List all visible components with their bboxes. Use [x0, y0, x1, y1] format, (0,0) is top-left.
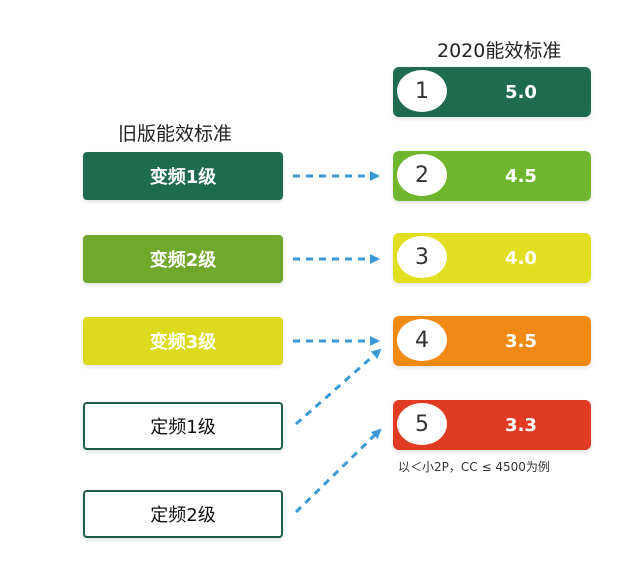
grade-circle: 3 [395, 234, 449, 280]
efficiency-value: 3.5 [505, 330, 537, 352]
new-level-3: 3 4.0 [393, 233, 591, 283]
old-level-inverter-3: 变频3级 [83, 317, 283, 365]
grade-circle: 4 [395, 317, 449, 363]
old-level-label: 定频1级 [150, 417, 216, 438]
new-level-2: 2 4.5 [393, 151, 591, 201]
grade-circle: 5 [395, 401, 449, 447]
grade-circle: 2 [395, 152, 449, 198]
efficiency-value: 5.0 [505, 81, 537, 103]
old-level-inverter-2: 变频2级 [83, 235, 283, 283]
old-level-inverter-1: 变频1级 [83, 152, 283, 200]
grade-circle: 1 [395, 68, 449, 114]
efficiency-value: 4.0 [505, 247, 537, 269]
grade-number: 2 [415, 162, 429, 188]
grade-number: 3 [415, 244, 429, 270]
grade-number: 4 [415, 327, 429, 353]
old-level-label: 定频2级 [150, 505, 216, 526]
old-level-fixed-1: 定频1级 [83, 402, 283, 450]
new-standard-title: 2020能效标准 [437, 40, 562, 62]
new-level-5: 5 3.3 [393, 400, 591, 450]
old-standard-title: 旧版能效标准 [118, 123, 233, 145]
old-level-label: 变频1级 [149, 167, 217, 188]
arrow-fixed2-to-grade5 [294, 428, 382, 514]
grade-number: 1 [415, 78, 429, 104]
grade-number: 5 [415, 411, 429, 437]
old-level-label: 变频3级 [149, 332, 217, 353]
new-level-4: 4 3.5 [393, 316, 591, 366]
efficiency-value: 4.5 [505, 165, 537, 187]
old-level-label: 变频2级 [149, 250, 217, 271]
new-level-1: 1 5.0 [393, 67, 591, 117]
arrow-fixed1-to-grade4 [295, 348, 382, 426]
example-note: 以＜小2P，CC ≤ 4500为例 [398, 460, 550, 474]
efficiency-value: 3.3 [505, 414, 537, 436]
old-level-fixed-2: 定频2级 [83, 490, 283, 538]
